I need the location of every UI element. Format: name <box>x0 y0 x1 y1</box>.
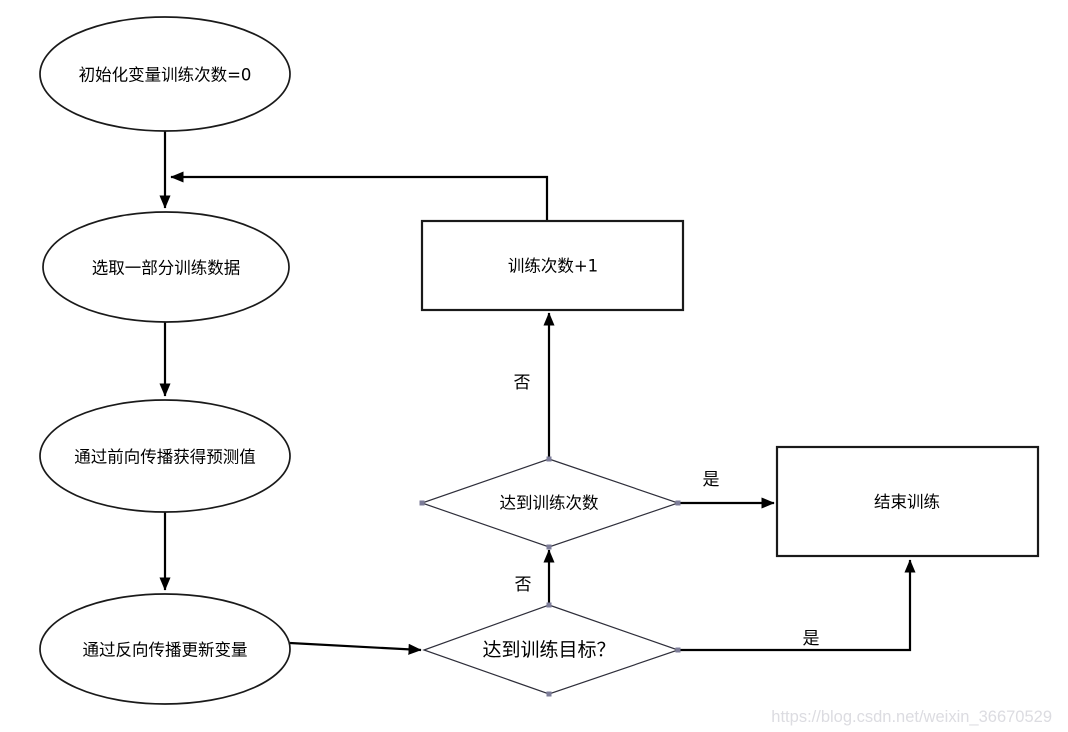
arrow-increment-to-loop <box>170 171 549 221</box>
node-increment <box>420 219 685 312</box>
node-forward <box>39 399 291 513</box>
edge-label-goal-yes: 是 <box>803 629 820 649</box>
node-init-label: 初始化变量训练次数=0 <box>79 66 252 85</box>
node-init <box>39 16 291 132</box>
node-check-count-label: 达到训练次数 <box>500 494 600 513</box>
edge-label-count-no: 否 <box>514 373 531 393</box>
node-select-label: 选取一部分训练数据 <box>92 259 241 278</box>
node-select <box>42 211 290 323</box>
node-increment-label: 训练次数+1 <box>508 257 598 276</box>
watermark-text: https://blog.csdn.net/weixin_36670529 <box>771 708 1052 726</box>
node-forward-label: 通过前向传播获得预测值 <box>74 448 256 467</box>
node-finish-label: 结束训练 <box>874 493 940 512</box>
connection-dots <box>419 456 681 697</box>
arrow-check-goal-to-finish <box>678 559 916 652</box>
node-backward <box>39 593 291 705</box>
edge-label-count-yes: 是 <box>703 470 720 490</box>
edge-label-goal-no: 否 <box>515 575 532 595</box>
node-finish <box>775 445 1040 558</box>
connectors <box>159 131 916 655</box>
arrow-backward-to-check-goal <box>289 641 422 655</box>
node-check-goal-label: 达到训练目标？ <box>482 639 615 661</box>
node-backward-label: 通过反向传播更新变量 <box>83 641 248 660</box>
